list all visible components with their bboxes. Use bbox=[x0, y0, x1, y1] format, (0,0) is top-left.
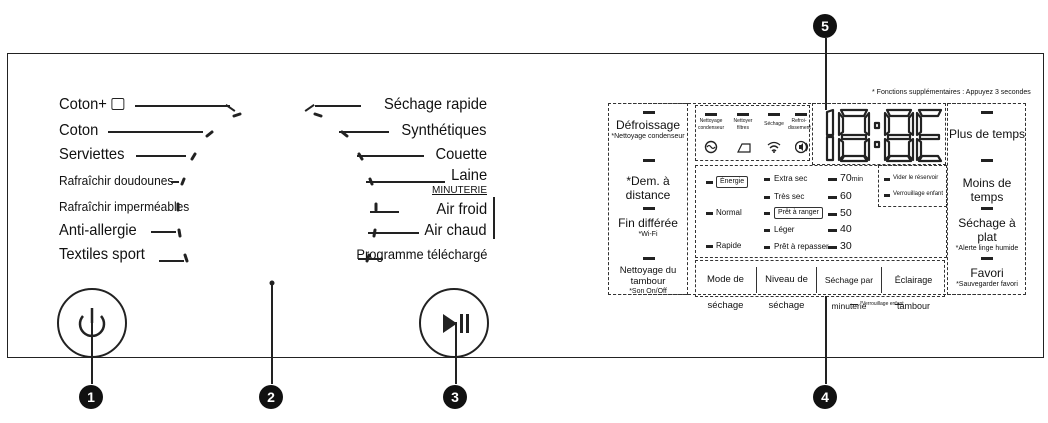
program-telecharge[interactable]: Programme téléchargé bbox=[355, 246, 487, 262]
condenser-icon bbox=[704, 140, 718, 154]
time-70: 70min bbox=[840, 172, 863, 184]
right-buttons-group bbox=[947, 103, 1026, 295]
minus-time-button[interactable]: Moins de temps bbox=[962, 176, 1012, 204]
timer-drying-button[interactable]: Séchage par minuterie bbox=[817, 267, 882, 311]
extra-sec-label: Extra sec bbox=[774, 174, 808, 183]
plus-time-button[interactable]: Plus de temps bbox=[948, 127, 1026, 141]
program-serviettes[interactable]: Serviettes bbox=[59, 146, 125, 163]
defroissage-button[interactable]: Défroissage *Nettoyage condenseur bbox=[611, 118, 685, 140]
drum-light-button[interactable]: Éclairage tambour bbox=[894, 275, 933, 311]
play-pause-icon bbox=[443, 314, 469, 333]
normal-label: Normal bbox=[716, 208, 742, 217]
status-filter-label: Nettoyer filtres bbox=[733, 118, 753, 131]
bottom-buttons-group bbox=[695, 260, 945, 297]
rectangle-icon bbox=[110, 98, 124, 110]
callout-3: 3 bbox=[443, 385, 467, 409]
time-60: 60 bbox=[840, 190, 852, 202]
program-dial[interactable] bbox=[160, 95, 395, 320]
sound-icon bbox=[795, 140, 809, 154]
pret-a-ranger-label: Prêt à ranger bbox=[774, 207, 823, 219]
program-rafraichir-doudounes[interactable]: Rafraîchir doudounes bbox=[59, 173, 174, 188]
program-coton-plus[interactable]: Coton+ bbox=[59, 96, 124, 114]
indicators-group bbox=[695, 165, 947, 258]
flat-dry-button[interactable]: Séchage à plat *Alerte linge humide bbox=[955, 216, 1019, 252]
program-anti-allergie[interactable]: Anti-allergie bbox=[59, 222, 137, 239]
extra-functions-note: * Fonctions supplémentaires : Appuyez 3 … bbox=[872, 89, 1031, 96]
child-lock-note: *Verrouillage enfant bbox=[860, 301, 904, 307]
program-sechage-rapide[interactable]: Séchage rapide bbox=[383, 96, 487, 113]
time-40: 40 bbox=[840, 223, 852, 235]
program-synthetiques[interactable]: Synthétiques bbox=[401, 122, 487, 139]
left-buttons-group bbox=[608, 103, 688, 295]
status-condenser-label: Nettoyage condenseur bbox=[698, 118, 725, 131]
remote-start-button[interactable]: *Dem. à distance bbox=[625, 174, 671, 202]
pret-a-repasser-label: Prêt à repasser bbox=[774, 242, 829, 251]
filter-icon bbox=[737, 143, 751, 153]
child-lock-label: Verrouillage enfant bbox=[893, 191, 944, 197]
tres-sec-label: Très sec bbox=[774, 192, 805, 201]
program-laine[interactable]: Laine bbox=[450, 167, 487, 184]
empty-tank-label: Vider le réservoir bbox=[893, 175, 939, 181]
favorite-button[interactable]: Favori *Sauvegarder favori bbox=[956, 266, 1018, 288]
drying-mode-button[interactable]: Mode de séchage bbox=[695, 267, 757, 311]
digital-display bbox=[825, 108, 943, 163]
callout-2: 2 bbox=[259, 385, 283, 409]
wifi-icon bbox=[767, 141, 781, 153]
program-coton[interactable]: Coton bbox=[59, 122, 99, 139]
delay-end-button[interactable]: Fin différée *Wi-Fi bbox=[618, 216, 678, 238]
time-50: 50 bbox=[840, 207, 852, 219]
program-couette[interactable]: Couette bbox=[435, 146, 487, 163]
program-rafraichir-impermeables[interactable]: Rafraîchir imperméables bbox=[59, 199, 190, 214]
leger-label: Léger bbox=[774, 225, 795, 234]
time-30: 30 bbox=[840, 240, 852, 252]
drum-clean-button[interactable]: Nettoyage du tambour *Son On/Off bbox=[619, 265, 677, 295]
start-pause-button[interactable] bbox=[419, 288, 489, 358]
minuterie-label: MINUTERIE bbox=[432, 185, 487, 196]
callout-1: 1 bbox=[79, 385, 103, 409]
callout-5-line bbox=[825, 38, 827, 110]
control-panel bbox=[7, 53, 1044, 358]
drying-level-button[interactable]: Niveau de séchage bbox=[757, 267, 817, 311]
energy-label: Énergie bbox=[716, 176, 749, 188]
program-air-chaud[interactable]: Air chaud bbox=[424, 222, 487, 239]
status-drying-label: Séchage bbox=[764, 121, 784, 127]
program-textiles-sport[interactable]: Textiles sport bbox=[59, 246, 145, 263]
callout-4: 4 bbox=[813, 385, 837, 409]
rapide-label: Rapide bbox=[716, 241, 742, 250]
program-air-froid[interactable]: Air froid bbox=[436, 201, 487, 218]
callout-5: 5 bbox=[813, 14, 837, 38]
status-icons-group bbox=[695, 105, 810, 161]
status-cooling-label: Refroi-dissement bbox=[788, 118, 811, 131]
